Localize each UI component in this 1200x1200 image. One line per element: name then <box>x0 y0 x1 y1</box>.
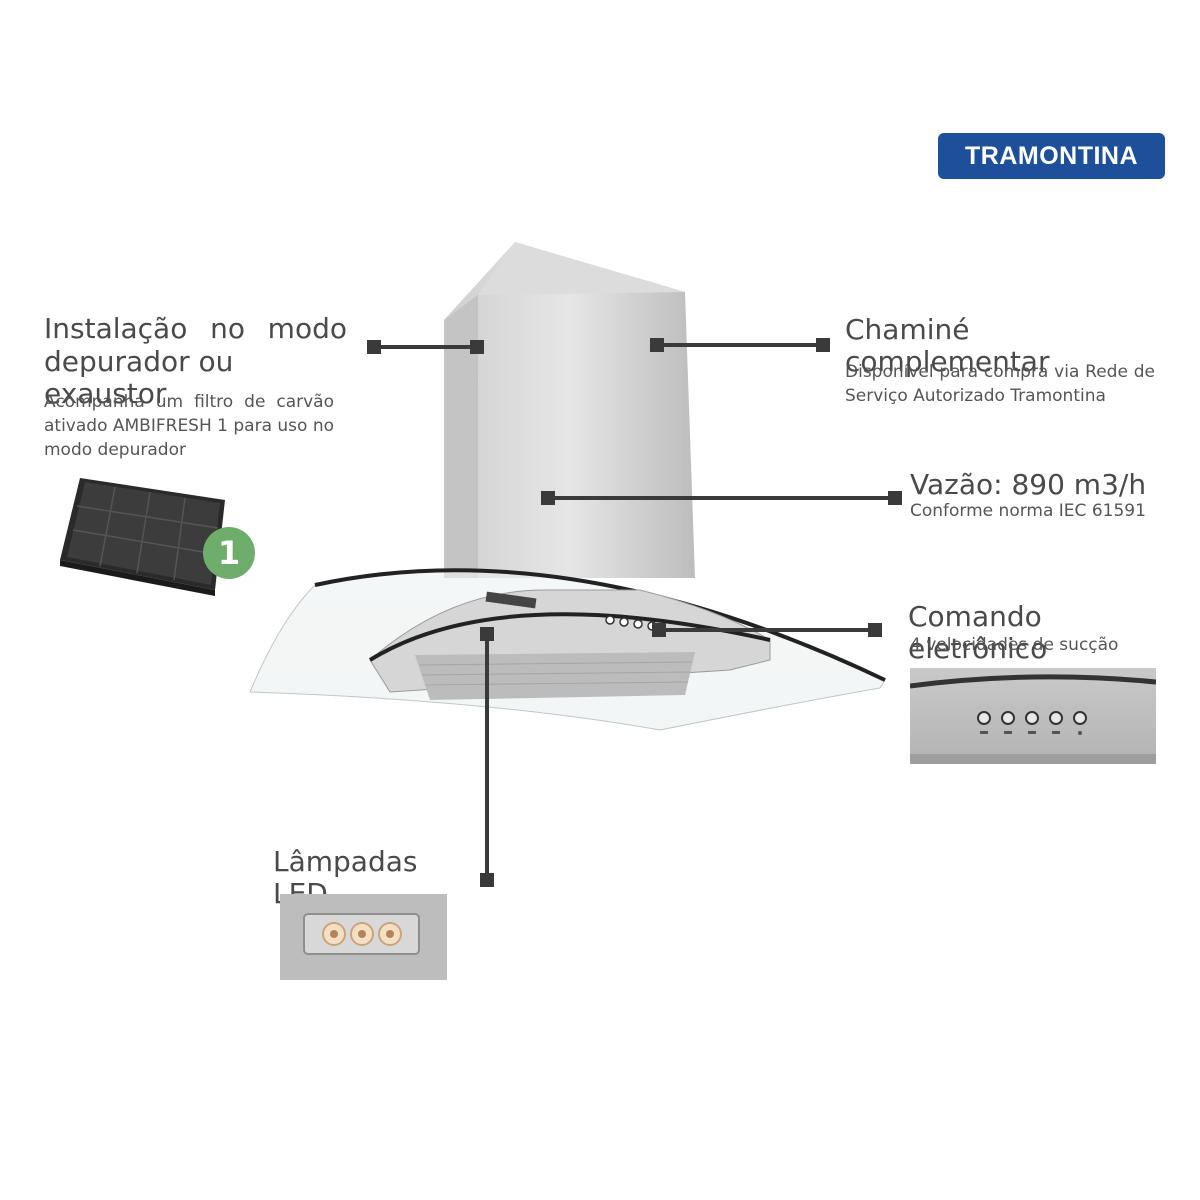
chimney-desc-line2: Serviço Autorizado Tramontina <box>845 386 1106 406</box>
flow-connector-dot <box>888 491 902 505</box>
controls-connector-dot <box>868 623 882 637</box>
control-panel-image <box>909 668 1157 764</box>
installation-connector-dot <box>367 340 381 354</box>
controls-title: Comando eletrônico <box>908 600 1048 665</box>
carbon-filter-image <box>55 470 265 605</box>
led-lamp-image <box>280 894 447 980</box>
range-hood-image <box>240 230 900 750</box>
tramontina-logo: TRAMONTINA <box>938 133 1165 179</box>
chimney-title: Chaminé complementar <box>845 313 1050 378</box>
installation-connector-end-dot <box>470 340 484 354</box>
leds-connector-line <box>485 633 489 879</box>
installation-title-line2: depurador ou exaustor <box>44 345 234 410</box>
leds-connector-dot <box>480 873 494 887</box>
installation-desc-line2: ativado AMBIFRESH 1 para uso no <box>44 416 335 436</box>
installation-connector-line <box>374 345 478 349</box>
filter-quantity-badge: 1 <box>203 527 255 579</box>
leds-connector-end-dot <box>480 627 494 641</box>
chimney-connector-line <box>656 343 823 347</box>
controls-connector-line <box>658 628 875 632</box>
installation-desc-line3: modo depurador <box>44 440 186 460</box>
leds-title: Lâmpadas LED <box>273 845 418 910</box>
flow-connector-line <box>547 496 895 500</box>
installation-desc-line1: Acompanha um filtro de carvão <box>44 392 334 412</box>
flow-desc: Conforme norma IEC 61591 <box>910 501 1146 521</box>
installation-title-line1: Instalação no modo <box>44 312 347 345</box>
controls-desc: 4 velocidades de sucção <box>910 635 1119 655</box>
chimney-desc-line1: Disponível para compra via Rede de <box>845 362 1155 382</box>
flow-title: Vazão: 890 m3/h <box>910 468 1147 501</box>
chimney-connector-dot <box>816 338 830 352</box>
flow-connector-end-dot <box>541 491 555 505</box>
chimney-connector-end-dot <box>650 338 664 352</box>
controls-connector-end-dot <box>652 623 666 637</box>
